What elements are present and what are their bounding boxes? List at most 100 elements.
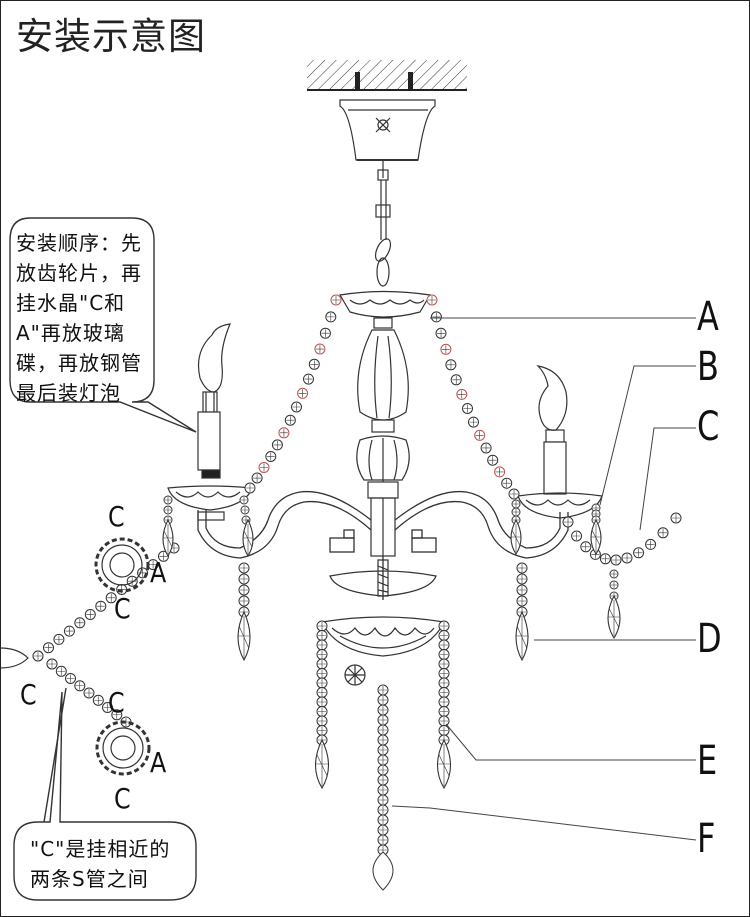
crystal-bead-facet — [48, 660, 56, 668]
crystal-bead-facet — [75, 681, 84, 690]
right-candle — [517, 365, 603, 519]
note-line: 两条S管之间 — [30, 867, 149, 891]
crystal-pendant-facet — [516, 616, 528, 658]
crystal-bead-facet — [304, 375, 313, 384]
crystal-bead-facet — [482, 443, 491, 452]
crystal-pendants — [162, 518, 621, 891]
crystal-bead-facet — [611, 582, 617, 588]
crystal-bead-facet — [463, 404, 472, 413]
crystal-bead-facet — [440, 650, 448, 659]
crystal-bead-facet — [379, 786, 387, 794]
part-label-c: C — [697, 404, 720, 450]
crystal-bead-facet — [379, 696, 387, 704]
crystal-bead-facet — [266, 452, 275, 461]
crystal-bead-facet — [66, 674, 75, 683]
crystal-bead-facet — [572, 532, 581, 540]
crystal-bead-facet — [513, 509, 519, 515]
gear-label-c-lower-bottom: C — [114, 782, 131, 815]
note-bubble-bottom — [13, 691, 197, 901]
crystal-bead-facet — [379, 716, 387, 724]
crystal-bead-facet — [623, 554, 632, 562]
crystal-bead-facet — [379, 806, 387, 814]
crystal-bead-facet — [564, 518, 572, 526]
crystal-bead-facet — [440, 717, 448, 725]
crystal-bead-facet — [318, 698, 326, 706]
crystal-bead-facet — [318, 717, 326, 725]
crystal-pendant-facet — [238, 616, 250, 658]
crystal-bead-facet — [611, 571, 617, 577]
crystal-bead-facet — [457, 390, 466, 399]
crystal-bead-facet — [502, 479, 511, 488]
crystal-bead-facet — [128, 577, 137, 586]
crystal-bead-facet — [581, 542, 590, 551]
crystal-bead-facet — [440, 707, 448, 716]
leader-lines — [391, 317, 697, 841]
crystal-bead-facet — [518, 575, 526, 583]
gear-label-a-lower: A — [150, 746, 167, 779]
crystal-bead-facet — [240, 597, 248, 605]
page-title: 安装示意图 — [16, 15, 206, 58]
crystal-bead-facet — [432, 312, 441, 321]
crystal-bead-facet — [469, 418, 478, 427]
crystal-bead-facet — [165, 497, 171, 503]
note-line: 安装顺序：先 — [16, 231, 142, 255]
crystal-bead-facet — [94, 696, 103, 705]
crystal-bead-facet — [310, 360, 319, 369]
crystal-bead-facet — [292, 403, 301, 411]
edge-crystal — [0, 647, 29, 669]
note-line: A"再放玻璃 — [16, 321, 125, 345]
note-bubble-top — [9, 217, 197, 433]
part-label-e: E — [697, 738, 718, 784]
gear-label-c-left: C — [20, 678, 37, 711]
crystal-bead-facet — [318, 631, 326, 640]
crystal-bead-facet — [518, 564, 526, 572]
crystal-bead-facet — [440, 679, 448, 687]
crystal-bead-facet — [273, 440, 282, 449]
gear-label-c-upper-top: C — [108, 500, 125, 533]
crystal-bead-facet — [646, 540, 655, 549]
c-position-note: "C"是挂相近的 两条S管之间 — [30, 834, 200, 894]
crystal-bead-facet — [86, 610, 95, 619]
crystal-bead-facet — [440, 698, 448, 706]
crystal-bead-facet — [246, 484, 254, 492]
crystal-bead-facet — [159, 552, 168, 561]
crystal-bead-facet — [149, 560, 158, 569]
crystal-bead-facet — [601, 554, 610, 563]
crystal-bead-facet — [85, 689, 93, 697]
crystal-bead-facet — [54, 635, 63, 644]
arms — [197, 490, 569, 600]
crystal-bead-facet — [315, 345, 324, 354]
crystal-pendant-facet — [591, 524, 601, 552]
note-line: 碟，再放钢管 — [16, 351, 142, 375]
note-line: 最后装灯泡 — [16, 381, 121, 405]
gear-label-c-upper-bottom: C — [114, 592, 131, 625]
crystal-bead-facet — [286, 416, 295, 425]
part-label-f: F — [697, 816, 716, 862]
crystal-ball — [372, 851, 394, 891]
crystal-bead-facet — [318, 641, 326, 649]
note-line: "C"是挂相近的 — [30, 837, 171, 861]
crystal-bead-facet — [332, 296, 340, 304]
crystal-bead-facet — [318, 660, 326, 668]
hanging-chain — [374, 160, 392, 287]
crystal-bead-facet — [659, 528, 668, 537]
crystal-pendant-facet — [315, 744, 329, 786]
crystal-bead-facet — [379, 826, 387, 834]
crystal-bead-facet — [318, 669, 326, 678]
crystal-bead-facet — [495, 467, 504, 476]
crystal-bead-facet — [240, 586, 248, 594]
gear-label-c-lower-top: C — [108, 686, 125, 719]
gear-label-a-upper: A — [150, 556, 167, 589]
crystal-bead-facet — [240, 575, 248, 583]
crystal-bead-facet — [318, 726, 326, 735]
crystal-bead-facet — [253, 474, 262, 483]
crystal-bead-facet — [57, 667, 66, 676]
crystal-bead-facet — [446, 360, 455, 369]
crystal-bead-facet — [65, 627, 74, 636]
note-line: 放齿轮片，再 — [16, 261, 142, 285]
crystal-bead-facet — [428, 296, 436, 304]
crystal-beads — [32, 294, 682, 856]
crystal-pendant-facet — [243, 524, 253, 554]
crystal-bead-facet — [165, 507, 171, 513]
